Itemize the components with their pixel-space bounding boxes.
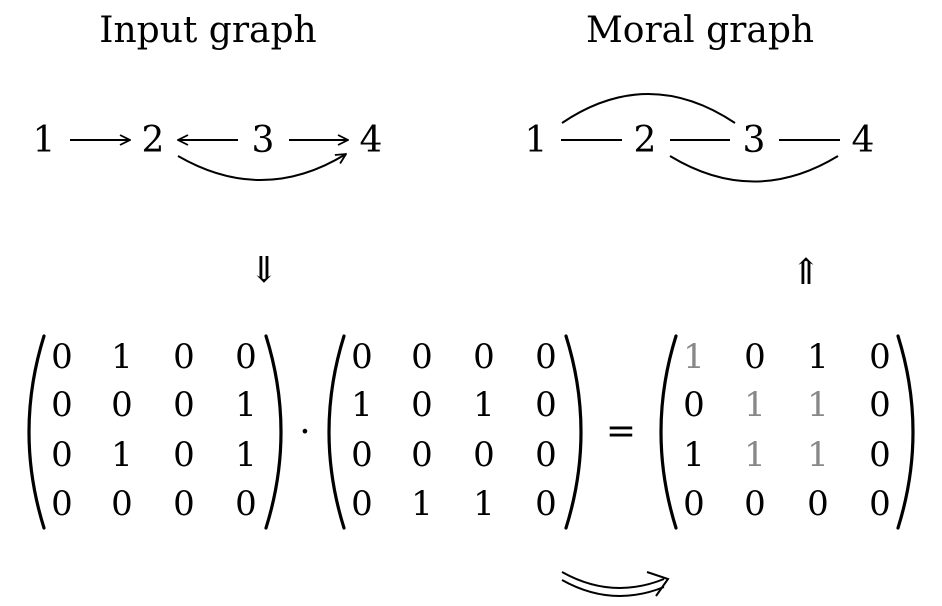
- matrix-a-cell-r1-c1: 0: [51, 337, 73, 377]
- moral-graph-title: Moral graph: [586, 10, 814, 51]
- matrix-b-left-paren: [327, 334, 346, 530]
- moral-node-4: 4: [852, 120, 875, 161]
- matrix-c-cell-r4-c3: 0: [807, 484, 829, 524]
- input-graph-title: Input graph: [99, 10, 317, 51]
- matrix-c-cell-r3-c2: 1: [744, 435, 766, 475]
- matrix-c-cell-r4-c2: 0: [744, 484, 766, 524]
- moral-node-3: 3: [743, 120, 766, 161]
- matrix-a-cell-r3-c2: 1: [111, 435, 133, 475]
- matrix-a-cell-r3-c1: 0: [51, 435, 73, 475]
- matrix-b-cell-r3-c4: 0: [535, 435, 557, 475]
- matrix-b-cell-r4-c3: 1: [473, 484, 495, 524]
- matrix-a-left-paren: [27, 334, 46, 530]
- matrix-a-cell-r4-c3: 0: [173, 484, 195, 524]
- matrix-c-cell-r1-c3: 1: [807, 337, 829, 377]
- matrix-c-cell-r3-c3: 1: [807, 435, 829, 475]
- matrix-a-cell-r3-c4: 1: [235, 435, 257, 475]
- input-graph: 1 2 3 4: [33, 120, 383, 181]
- moral-edge-1-3: [561, 93, 736, 124]
- down-double-arrow: ⇓: [249, 250, 279, 291]
- matrix-c-cell-r1-c4: 0: [869, 337, 891, 377]
- input-node-2: 2: [142, 120, 165, 161]
- matrix-a-cell-r2-c4: 1: [235, 385, 257, 425]
- matrix-c-cell-r3-c4: 0: [869, 435, 891, 475]
- matrix-a-cell-r2-c1: 0: [51, 385, 73, 425]
- matrix-b-right-paren: [564, 334, 583, 530]
- input-node-1: 1: [33, 120, 56, 161]
- matrix-c-cell-r3-c1: 1: [683, 435, 705, 475]
- matrix-b-cell-r4-c2: 1: [411, 484, 433, 524]
- matrix-c-cell-r2-c4: 0: [869, 385, 891, 425]
- matrix-a-right-paren: [264, 334, 283, 530]
- matrix-a-cell-r4-c4: 0: [235, 484, 257, 524]
- moral-node-2: 2: [634, 120, 657, 161]
- matrix-c-left-paren: [659, 334, 678, 530]
- matrix-b-cell-r1-c1: 0: [351, 337, 373, 377]
- matrix-b-cell-r4-c1: 0: [351, 484, 373, 524]
- matrix-a-cell-r3-c3: 0: [173, 435, 195, 475]
- matrix-b-cell-r1-c2: 0: [411, 337, 433, 377]
- matrix-c-cell-r1-c1: 1: [683, 337, 705, 377]
- matrix-b-cell-r1-c4: 0: [535, 337, 557, 377]
- matrix-b-cell-r2-c2: 0: [411, 385, 433, 425]
- matrix-c-cell-r4-c1: 0: [683, 484, 705, 524]
- equals-sign: =: [606, 411, 636, 452]
- matrix-b-cell-r2-c1: 1: [351, 385, 373, 425]
- moral-node-1: 1: [525, 120, 548, 161]
- matrix-b-cell-r3-c3: 0: [473, 435, 495, 475]
- matrix-c-cell-r2-c3: 1: [807, 385, 829, 425]
- matrix-b-cell-r4-c4: 0: [535, 484, 557, 524]
- multiply-dot: ·: [299, 412, 310, 453]
- moral-edge-2-4: [669, 155, 839, 183]
- matrix-a-cell-r4-c2: 0: [111, 484, 133, 524]
- matrix-c-cell-r2-c1: 0: [683, 385, 705, 425]
- matrix-b-cell-r3-c1: 0: [351, 435, 373, 475]
- matrix-a-cell-r2-c3: 0: [173, 385, 195, 425]
- matrix-c-right-paren: [896, 334, 915, 530]
- matrix-b-cell-r3-c2: 0: [411, 435, 433, 475]
- matrix-a-cell-r4-c1: 0: [51, 484, 73, 524]
- moral-graph: 1 2 3 4: [525, 93, 875, 183]
- matrix-a-cell-r1-c4: 0: [235, 337, 257, 377]
- input-edge-2-to-4: [177, 154, 346, 181]
- matrix-a-cell-r1-c3: 0: [173, 337, 195, 377]
- matrix-b-cell-r1-c3: 0: [473, 337, 495, 377]
- input-node-3: 3: [252, 120, 275, 161]
- matrix-b-cell-r2-c4: 0: [535, 385, 557, 425]
- matrix-c-cell-r4-c4: 0: [869, 484, 891, 524]
- matrix-b-cell-r2-c3: 1: [473, 385, 495, 425]
- curved-double-arrow: [561, 571, 670, 597]
- matrix-c-cell-r1-c2: 0: [744, 337, 766, 377]
- matrix-c-cell-r2-c2: 1: [744, 385, 766, 425]
- matrix-a-cell-r1-c2: 1: [111, 337, 133, 377]
- matrix-a-cell-r2-c2: 0: [111, 385, 133, 425]
- up-double-arrow: ⇑: [791, 252, 821, 293]
- input-node-4: 4: [360, 120, 383, 161]
